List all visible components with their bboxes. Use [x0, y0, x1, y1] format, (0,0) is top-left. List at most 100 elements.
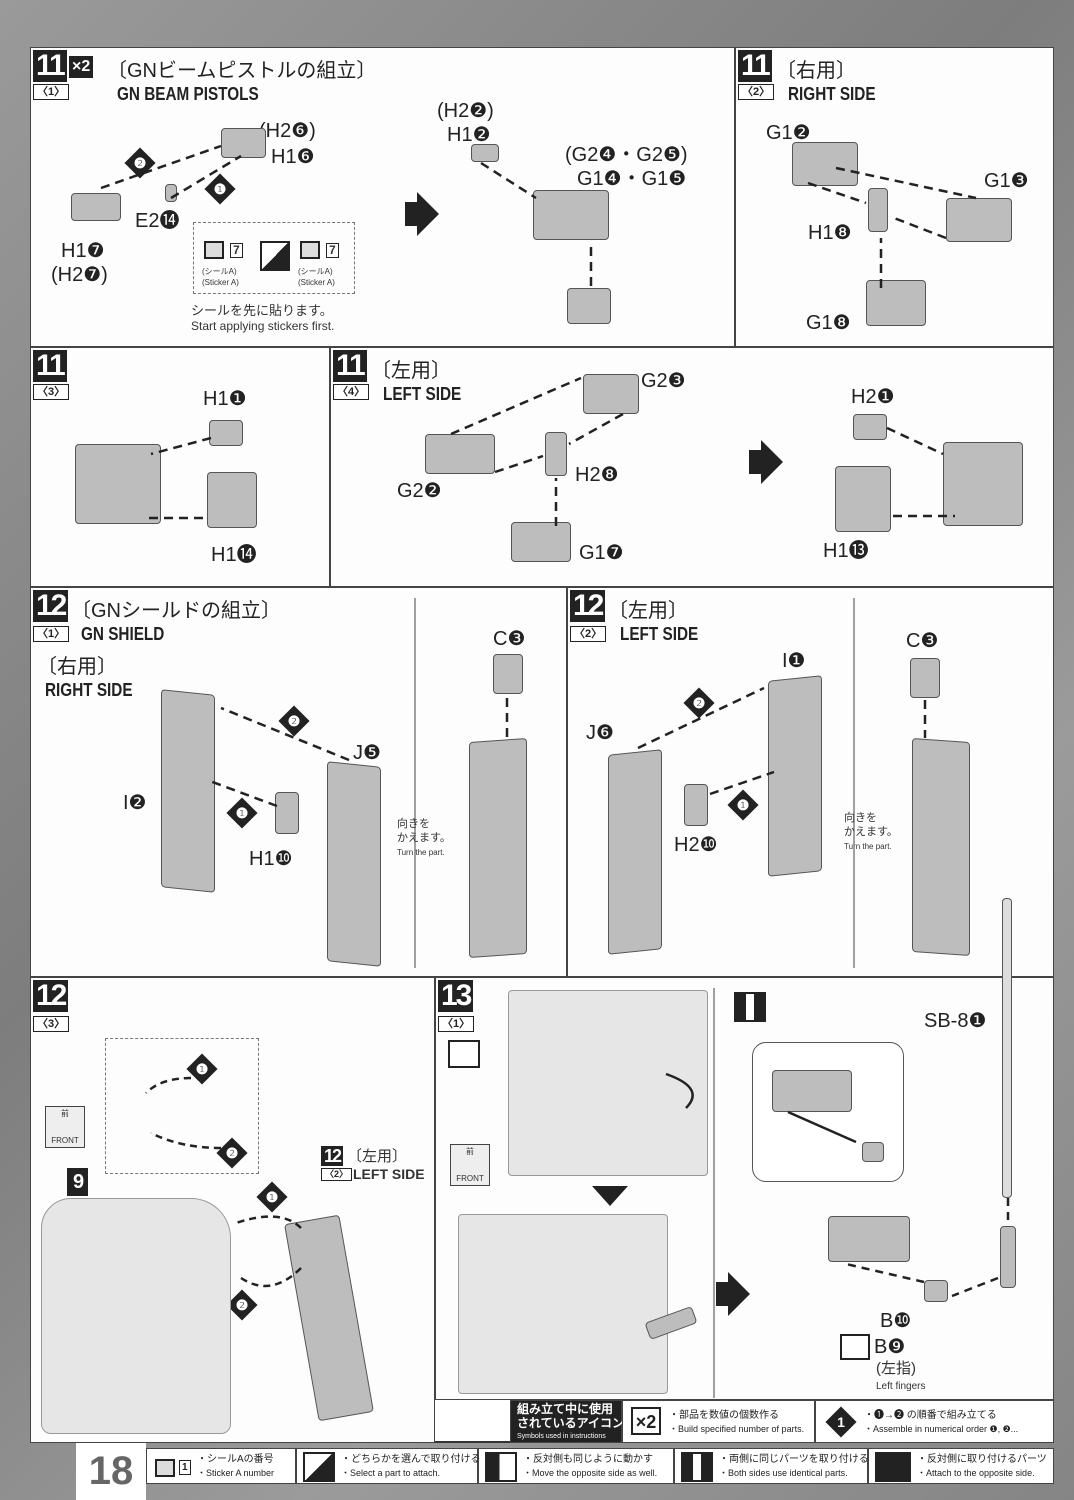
part-label: J❻: [586, 722, 614, 744]
legend-item-attach-opposite: ・反対側に取り付けるパーツ ・Attach to the opposite si…: [868, 1448, 1054, 1484]
step-title-en: RIGHT SIDE: [788, 84, 876, 104]
h1-part: [209, 420, 243, 446]
gundam-arm-view: [508, 990, 708, 1176]
g-part-assembled: [75, 444, 161, 524]
step-11-4-panel: 11 〈4〉 〔左用〕 LEFT SIDE G2❸ G2❷ H2❽ G1❼ H2…: [330, 347, 1054, 587]
step-number: 11: [333, 350, 367, 382]
both-sides-icon: [734, 992, 766, 1022]
legend-symbols-header: 組み立て中に使用 されているアイコン Symbols used in instr…: [510, 1400, 624, 1443]
order-step-icon: ❷: [216, 1137, 248, 1169]
h2-part: [545, 432, 567, 476]
legend-item-order: 1 ・❶→❷ の順番で組み立てる ・Assemble in numerical …: [815, 1400, 1054, 1443]
saber-hilt-part: [1000, 1226, 1016, 1288]
part-label: I❶: [782, 650, 806, 672]
small-part: [165, 184, 177, 202]
sticker-note-en: Start applying stickers first.: [191, 319, 335, 333]
next-arrow-icon: [749, 440, 783, 484]
sticker-note-jp: シールを先に貼ります。: [191, 303, 333, 318]
part-label: H1⓭: [823, 540, 869, 562]
part-label: I❷: [123, 792, 147, 814]
part-label: G2❸: [641, 370, 686, 392]
h2-part: [853, 414, 887, 440]
sub-step: 〈2〉: [570, 626, 607, 642]
sub-step: 〈3〉: [33, 1016, 70, 1032]
part-label: H1❿: [249, 848, 293, 870]
legend-item-select-part: ・どちらかを選んで取り付ける ・Select a part to attach.: [296, 1448, 481, 1484]
order-step-icon: ❷: [226, 1289, 258, 1321]
down-arrow-icon: [592, 1186, 628, 1206]
fingers-label-jp: (左指): [876, 1360, 916, 1377]
shield-assembled: [469, 737, 527, 959]
step-12-1-panel: 12 〈1〉 〔GNシールドの組立〕 GN SHIELD 〔右用〕 RIGHT …: [30, 587, 567, 977]
part-label: H1❶: [203, 388, 247, 410]
side-title-en: RIGHT SIDE: [45, 680, 133, 700]
part-label: (H2❼): [51, 264, 108, 286]
multiplier-icon: ×2: [631, 1407, 661, 1435]
h1-part: [835, 466, 891, 532]
sub-step: 〈1〉: [33, 626, 70, 642]
step-13-1-panel: 13 〈1〉 前 FRONT SB-8❶ B❿ B❾ (左指) Left fin…: [435, 898, 1054, 1400]
gundam-arm-view: [458, 1214, 668, 1394]
order-step-icon: ❷: [278, 705, 310, 737]
sticker-label-en: (Sticker A): [298, 278, 335, 287]
pistol-barrel-part: [471, 144, 499, 162]
step-12-2-panel: 12 〈2〉 〔左用〕 LEFT SIDE I❶ J❻ H2❿ C❸ ❷ ❶ 向…: [567, 587, 1054, 977]
beam-saber-part: [1002, 898, 1012, 1198]
both-sides-icon: [681, 1452, 713, 1482]
turn-note-jp: かえます。: [844, 826, 898, 838]
gundam-figure: [41, 1198, 231, 1434]
attach-opposite-icon: [875, 1452, 911, 1482]
step-number: 12: [570, 590, 606, 622]
turn-note-en: Turn the part.: [844, 842, 892, 851]
move-opposite-icon: [448, 1040, 480, 1068]
step-title-en: GN SHIELD: [81, 624, 165, 644]
step-number: 11: [738, 50, 772, 82]
turn-note-jp: 向きを: [397, 818, 430, 830]
step-title-jp: 〔GNビームピストルの組立〕: [107, 60, 377, 82]
part-label: H2❿: [674, 834, 718, 856]
shield-part: [768, 675, 822, 877]
part-label: C❸: [493, 628, 526, 650]
part-label: H1⓮: [211, 544, 257, 566]
part-label: SB-8❶: [924, 1010, 987, 1032]
sticker-icon: [155, 1459, 175, 1477]
step-number: 11: [33, 50, 67, 82]
part-label: (H2❻): [259, 120, 316, 142]
order-step-icon: ❶: [204, 173, 236, 205]
part-label: J❺: [353, 742, 381, 764]
legend-item-multiplier: ×2 ・部品を数値の個数作る ・Build specified number o…: [622, 1400, 815, 1443]
h2-part: [684, 784, 708, 826]
g1-part: [792, 142, 858, 186]
move-opposite-icon: [485, 1452, 517, 1482]
part-label: H1❼: [61, 240, 105, 262]
step-title-jp: 〔右用〕: [776, 60, 856, 82]
part-label: E2⓮: [135, 210, 180, 232]
sub-step: 〈1〉: [33, 84, 70, 100]
shield-part: [161, 689, 215, 893]
g1-part: [511, 522, 571, 562]
hand-part: [828, 1216, 910, 1262]
fingers-label-en: Left fingers: [876, 1381, 926, 1392]
pistol-grip-part: [567, 288, 611, 324]
part-label: (H2❷): [437, 100, 494, 122]
sticker-label-jp: (シールA): [202, 267, 237, 276]
step-title-jp: 〔左用〕: [371, 360, 451, 382]
g-part-assembled: [943, 442, 1023, 526]
order-step-icon: ❶: [226, 797, 258, 829]
front-icon: 前 FRONT: [450, 1144, 490, 1186]
sticker-icon: [204, 241, 224, 259]
order-step-icon: ❷: [683, 687, 715, 719]
step-number: 12: [33, 980, 69, 1012]
reference-title-en: LEFT SIDE: [353, 1166, 425, 1182]
detail-inset: [105, 1038, 259, 1174]
reference-title-jp: 〔左用〕: [347, 1148, 408, 1165]
front-icon: 前 FRONT: [45, 1106, 85, 1148]
sub-step: 〈4〉: [333, 384, 370, 400]
sticker-label-jp: (シールA): [298, 267, 333, 276]
order-step-icon: ❶: [256, 1181, 288, 1213]
part-label: G1❹・G1❺: [577, 168, 687, 190]
sticker-icon: [300, 241, 320, 259]
page-number: 18: [76, 1443, 146, 1500]
turn-note-en: Turn the part.: [397, 848, 445, 857]
part-label: G1❼: [579, 542, 624, 564]
